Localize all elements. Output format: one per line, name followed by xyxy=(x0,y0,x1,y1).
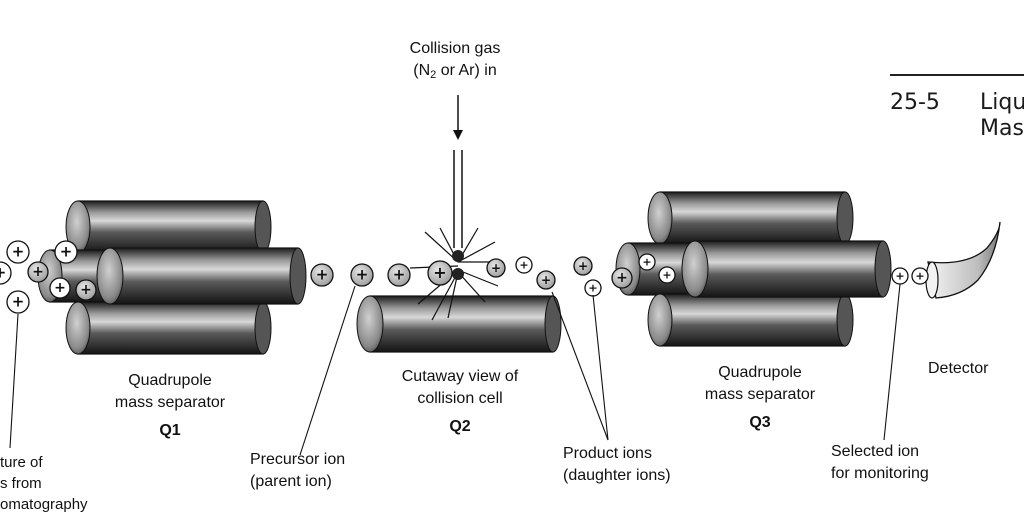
precursor-line2: (parent ion) xyxy=(250,473,332,490)
ion-symbol: + xyxy=(541,273,551,287)
mixture-line3: omatography xyxy=(0,496,88,513)
q1-rod-front xyxy=(96,247,307,305)
section-title-line2: Mas xyxy=(980,116,1024,141)
ion: + xyxy=(911,267,929,285)
ion: + xyxy=(486,258,506,278)
q1-rod-top xyxy=(65,200,272,254)
q1-label-line2: mass separator xyxy=(114,394,226,411)
collision-gas-subscript: 2 xyxy=(430,69,437,81)
ion: + xyxy=(536,270,556,290)
q3-rod-front xyxy=(681,240,892,298)
ion-symbol: + xyxy=(80,282,92,298)
product-line2: (daughter ions) xyxy=(563,467,671,484)
ion-symbol: + xyxy=(662,268,671,281)
section-title-line1: Liqu xyxy=(980,90,1024,115)
ion-symbol: + xyxy=(588,281,597,294)
q2-label: Cutaway view of collision cell Q2 xyxy=(380,366,540,438)
ion-symbol: + xyxy=(433,263,446,282)
q3-id: Q3 xyxy=(749,414,771,431)
ion: + xyxy=(27,261,49,283)
selected-line1: Selected ion xyxy=(831,443,920,460)
q3-label-line2: mass separator xyxy=(704,386,816,403)
section-rule xyxy=(890,74,1024,76)
ion-symbol: + xyxy=(356,266,369,284)
q1-rod-bottom xyxy=(65,301,272,355)
ion: + xyxy=(658,266,676,284)
collision-gas-label: Collision gas (N2 or Ar) in xyxy=(380,38,530,86)
ion: + xyxy=(0,261,12,285)
q3-rod-bottom xyxy=(647,293,854,347)
ion: + xyxy=(75,279,97,301)
q3-label: Quadrupole mass separator Q3 xyxy=(680,362,840,434)
section-number: 25-5 xyxy=(890,90,940,115)
ion-symbol: + xyxy=(12,293,25,311)
gas-molecule xyxy=(452,268,464,280)
detector-label: Detector xyxy=(928,360,989,377)
collision-gas-close: or Ar) in xyxy=(436,62,497,79)
ion: + xyxy=(54,240,78,264)
q3-label-line1: Quadrupole xyxy=(718,364,802,381)
ion-symbol: + xyxy=(60,243,73,261)
ion-symbol: + xyxy=(12,243,25,261)
ion: + xyxy=(584,279,602,297)
product-ions-label: Product ions (daughter ions) xyxy=(563,443,671,487)
q1-label: Quadrupole mass separator Q1 xyxy=(90,370,250,442)
ion: + xyxy=(6,290,30,314)
ion-symbol: + xyxy=(519,258,528,271)
q2-label-line2: collision cell xyxy=(417,390,503,407)
mixture-line1: ture of xyxy=(0,454,43,471)
ion: + xyxy=(387,263,411,287)
mixture-label: ture of s from omatography xyxy=(0,452,88,515)
q3-quadrupole xyxy=(615,191,892,347)
q2-label-line1: Cutaway view of xyxy=(401,368,519,385)
pointer-lines xyxy=(9,283,901,456)
product-pointer-a xyxy=(551,291,609,441)
ion-symbol: + xyxy=(578,259,588,273)
collision-gas-open: (N xyxy=(413,62,431,79)
ion-symbol: + xyxy=(616,270,628,286)
gas-molecule xyxy=(452,250,464,262)
collision-gas-line2: (N2 or Ar) in xyxy=(380,60,530,86)
ion: + xyxy=(573,256,593,276)
ion-symbol: + xyxy=(491,261,501,275)
ion-layer: +++++++++++++++++++++ xyxy=(0,240,929,314)
q2-id: Q2 xyxy=(449,418,471,435)
q1-id: Q1 xyxy=(159,422,181,439)
selected-ion-label: Selected ion for monitoring xyxy=(831,441,929,485)
ion: + xyxy=(6,240,30,264)
ion-symbol: + xyxy=(393,266,406,284)
product-line1: Product ions xyxy=(563,445,652,462)
ion: + xyxy=(638,253,656,271)
gas-arrow-head xyxy=(453,130,463,140)
collision-gas-line1: Collision gas xyxy=(409,40,501,57)
q3-rod-top xyxy=(647,191,854,245)
product-pointer-b xyxy=(592,294,609,441)
selected-ion-pointer xyxy=(883,283,901,441)
ion-symbol: + xyxy=(32,264,44,280)
detector xyxy=(925,221,1001,299)
precursor-line1: Precursor ion xyxy=(250,451,346,468)
ion-symbol: + xyxy=(316,266,329,284)
mixture-pointer xyxy=(9,313,19,449)
q1-quadrupole xyxy=(37,200,307,355)
ion: + xyxy=(350,263,374,287)
q1-label-line1: Quadrupole xyxy=(128,372,212,389)
ion: + xyxy=(891,267,909,285)
ion: + xyxy=(611,267,633,289)
ion-symbol: + xyxy=(0,264,6,282)
q2-collision-cell xyxy=(356,95,562,353)
precursor-pointer xyxy=(299,285,356,456)
mixture-line2: s from xyxy=(0,475,42,492)
ion: + xyxy=(515,256,533,274)
ion-symbol: + xyxy=(642,255,651,268)
ion: + xyxy=(427,260,453,286)
ion: + xyxy=(310,263,334,287)
ion: + xyxy=(49,277,71,299)
ion-symbol: + xyxy=(915,269,924,282)
ion-symbol: + xyxy=(895,269,904,282)
precursor-ion-label: Precursor ion (parent ion) xyxy=(250,449,345,493)
selected-line2: for monitoring xyxy=(831,465,929,482)
ion-symbol: + xyxy=(54,280,66,296)
